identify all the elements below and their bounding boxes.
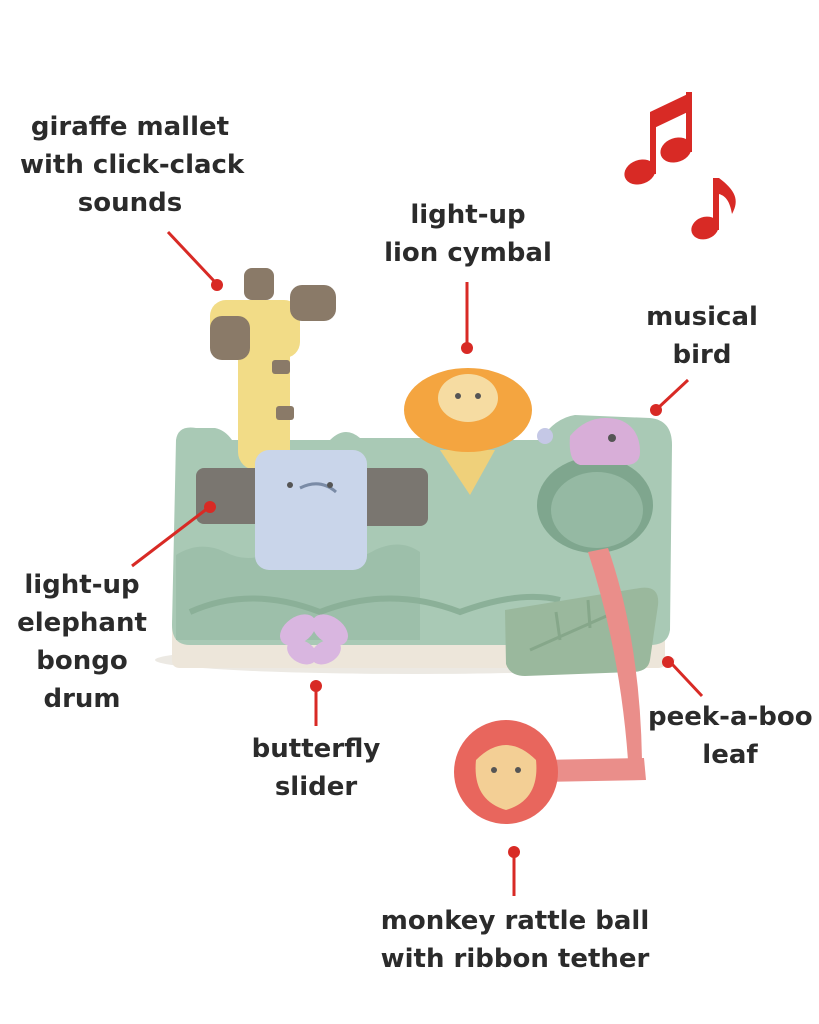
monkey-rattle-ball [454, 720, 558, 824]
label-giraffe-mallet: giraffe mallet with click-clack sounds [20, 112, 245, 218]
giraffe-mallet [210, 268, 336, 470]
label-butterfly-slider: butterfly slider [251, 734, 381, 802]
music-note-icon [624, 92, 692, 185]
label-lion-cymbal: light-up lion cymbal [384, 200, 552, 268]
label-monkey-ball: monkey rattle ball with ribbon tether [380, 906, 650, 974]
label-elephant-bongo: light-up elephant bongo drum [17, 570, 147, 714]
label-peekaboo-leaf: peek-a-boo leaf [648, 702, 813, 770]
label-musical-bird: musical bird [646, 302, 758, 370]
elephant-bongo-drum [196, 450, 428, 570]
musical-bird [537, 418, 640, 465]
music-note-icon [691, 178, 736, 240]
lion-cymbal [404, 368, 532, 495]
butterfly-slider [279, 614, 349, 665]
